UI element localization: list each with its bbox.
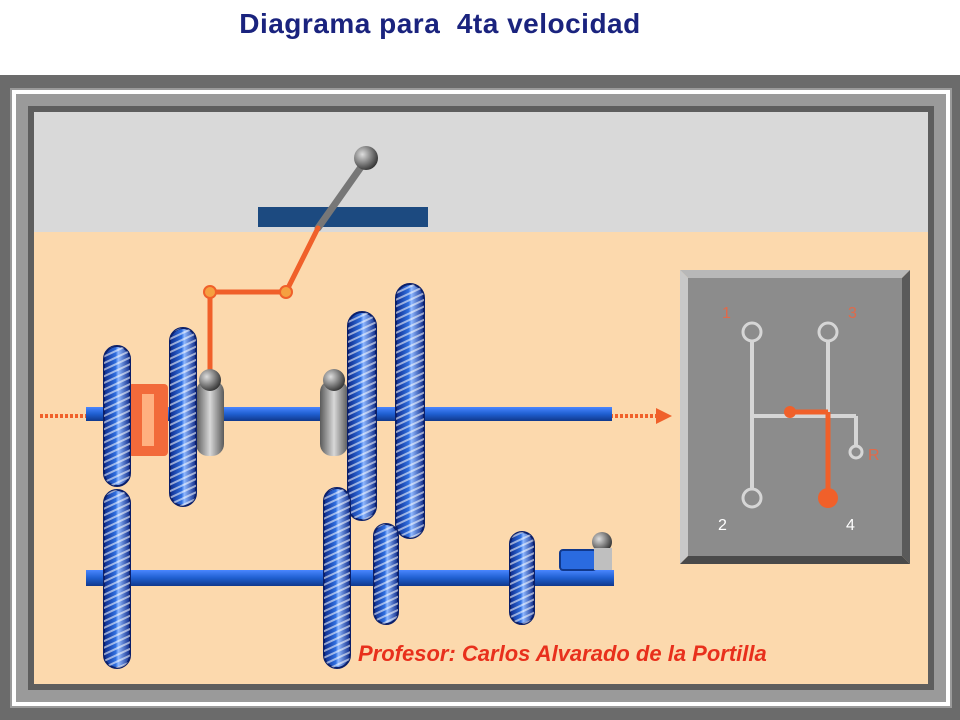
gear-counter-4 [509,531,535,625]
selected-gear-indicator [818,488,838,508]
gear-label-third: 3 [848,305,857,322]
shift-plate [258,207,428,227]
page-title: Diagrama para 4ta velocidad [239,8,641,39]
gear-label-first: 1 [722,305,731,322]
selector-linkage [207,225,321,375]
housing-top-section [34,112,928,232]
linkage-joint [203,285,217,299]
gear-counter-3 [373,523,399,625]
shift-gate-stops [741,321,864,509]
gear-main-1 [103,345,131,487]
synchronizer-right [320,369,348,456]
gear-main-2 [169,327,197,507]
reverse-idler [559,532,612,571]
gear-main-4 [395,283,425,539]
gear-label-second: 2 [718,517,727,534]
selected-gear-path [784,406,838,508]
gear-counter-2 [323,487,351,669]
gear-main-3 [347,311,377,521]
author-credit: Profesor: Carlos Alvarado de la Portilla [358,641,767,666]
gear-label-fourth: 4 [846,517,855,534]
shift-knob [354,146,378,170]
synchronizer-left [196,369,224,456]
linkage-pivot [279,285,293,299]
input-coupling [128,384,168,456]
gear-label-reverse: R [868,447,880,464]
gear-counter-1 [103,489,131,669]
shift-lever-stick [314,156,370,232]
